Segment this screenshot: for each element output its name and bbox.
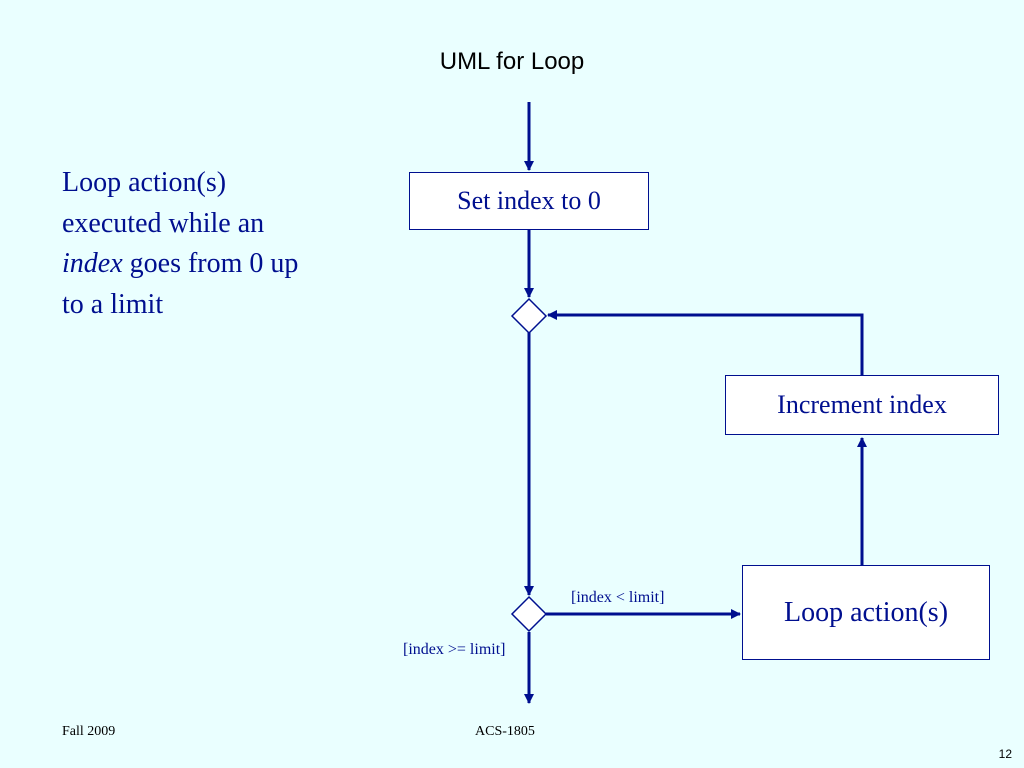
loop-action-node: Loop action(s) xyxy=(742,565,990,660)
footer-course: ACS-1805 xyxy=(475,724,535,739)
merge-node xyxy=(510,297,548,335)
description-line-3: index goes from 0 up xyxy=(62,244,382,285)
continue-guard-label: [index < limit] xyxy=(571,589,665,606)
increment-loopback-arrow xyxy=(547,310,864,375)
description-line-3-rest: goes from 0 up xyxy=(122,248,299,279)
exit-guard-label: [index >= limit] xyxy=(403,641,506,658)
decision-node xyxy=(510,595,548,633)
description-index-word: index xyxy=(62,248,123,279)
page-number: 12 xyxy=(998,747,1012,761)
footer-date: Fall 2009 xyxy=(62,724,116,739)
set-index-node: Set index to 0 xyxy=(409,172,649,230)
slide-description: Loop action(s) executed while an index g… xyxy=(62,163,382,325)
slide-title: UML for Loop xyxy=(439,48,585,75)
description-line-1: Loop action(s) xyxy=(62,167,227,198)
increment-index-node: Increment index xyxy=(725,375,999,435)
description-line-4: to a limit xyxy=(62,288,164,320)
description-line-2: executed while an xyxy=(62,207,265,239)
